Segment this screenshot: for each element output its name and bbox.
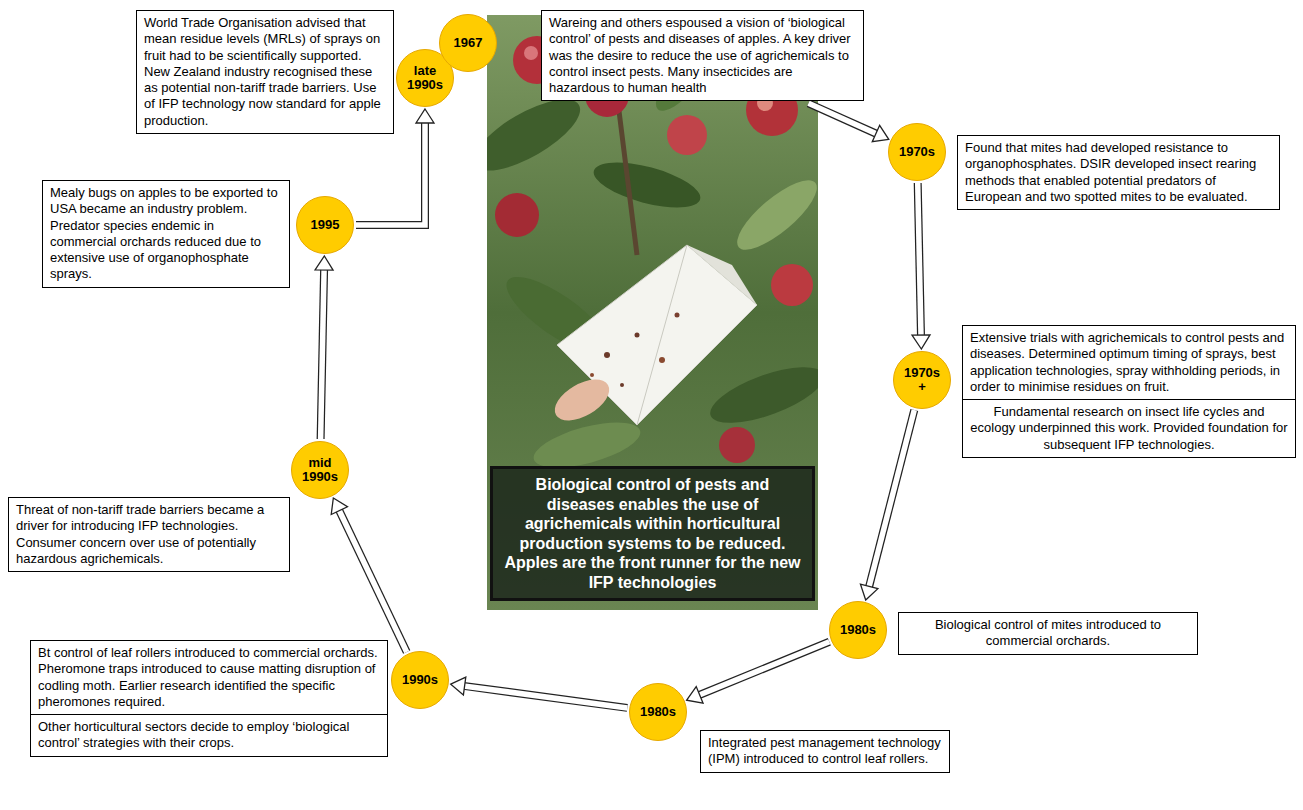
arrow-outline	[339, 510, 407, 652]
date-label: 1995	[311, 218, 340, 232]
date-circle: 1970s +	[893, 351, 951, 409]
note-text: Fundamental research on insect life cycl…	[970, 404, 1288, 453]
date-label: 1980s	[840, 623, 876, 637]
date-label: 1980s	[640, 705, 676, 719]
arrow-fill	[809, 103, 877, 134]
note-box: Other horticultural sectors decide to em…	[30, 714, 388, 757]
arrow-head	[860, 584, 877, 600]
note-text: World Trade Organisation advised that me…	[144, 15, 386, 129]
date-label: 1967	[454, 36, 483, 50]
caption-box: Biological control of pests and diseases…	[490, 466, 815, 601]
note-text: Extensive trials with agrichemicals to c…	[970, 330, 1288, 395]
arrow-head	[416, 109, 434, 123]
arrow-fill	[699, 642, 830, 696]
arrow-outline	[809, 103, 877, 134]
date-label: 1990s	[402, 673, 438, 687]
note-text: Other horticultural sectors decide to em…	[38, 719, 380, 752]
arrow-head	[872, 125, 888, 141]
note-box: Found that mites had developed resistanc…	[957, 135, 1280, 210]
arrow-head	[912, 335, 930, 349]
note-text: Bt control of leaf rollers introduced to…	[38, 645, 380, 710]
arrow-fill	[918, 183, 921, 336]
date-circle: 1980s	[629, 683, 687, 741]
arrow-head	[687, 687, 703, 704]
arrow-outline	[356, 122, 425, 225]
note-text: Threat of non-tariff trade barriers beca…	[16, 502, 282, 567]
photo-ground	[487, 15, 818, 610]
timeline-arrow	[315, 256, 333, 439]
note-box: Wareing and others espoused a vision of …	[541, 10, 864, 101]
date-label: 1970s +	[899, 366, 945, 395]
note-text: Integrated pest management technology (I…	[708, 735, 942, 768]
date-circle: 1980s	[829, 601, 887, 659]
timeline-arrow	[331, 498, 406, 652]
timeline-arrow	[860, 410, 914, 600]
note-box: Bt control of leaf rollers introduced to…	[30, 640, 388, 715]
arrow-outline	[869, 410, 914, 587]
note-box: Biological control of mites introduced t…	[898, 612, 1198, 655]
arrow-fill	[869, 410, 914, 587]
note-text: Mealy bugs on apples to be exported to U…	[50, 185, 282, 283]
date-circle: 1990s	[391, 651, 449, 709]
date-circle: 1967	[439, 14, 497, 72]
arrow-outline	[699, 642, 830, 696]
date-circle: mid 1990s	[291, 441, 349, 499]
date-circle: 1970s	[888, 123, 946, 181]
arrow-outline	[464, 686, 628, 708]
arrow-outline	[918, 183, 921, 336]
note-text: Biological control of pests and diseases…	[501, 475, 804, 592]
hand	[548, 371, 616, 429]
note-box: Threat of non-tariff trade barriers beca…	[8, 497, 290, 572]
arrow-fill	[339, 510, 407, 652]
arrow-outline	[321, 269, 325, 439]
note-box: Fundamental research on insect life cycl…	[962, 399, 1296, 458]
note-text: Found that mites had developed resistanc…	[965, 140, 1272, 205]
note-box: Integrated pest management technology (I…	[700, 730, 950, 773]
date-label: 1970s	[899, 145, 935, 159]
note-box: Mealy bugs on apples to be exported to U…	[42, 180, 290, 288]
date-circle: 1995	[296, 196, 354, 254]
date-label: late 1990s	[402, 64, 448, 93]
note-text: Wareing and others espoused a vision of …	[549, 15, 856, 96]
arrow-fill	[321, 269, 325, 439]
timeline-arrow	[451, 677, 628, 708]
timeline-arrow	[687, 642, 830, 703]
note-box: Extensive trials with agrichemicals to c…	[962, 325, 1296, 400]
arrow-fill	[356, 122, 425, 225]
note-text: Biological control of mites introduced t…	[906, 617, 1190, 650]
sticky-trap	[548, 245, 757, 429]
arrow-head	[451, 677, 466, 695]
arrow-fill	[464, 686, 628, 708]
note-box: World Trade Organisation advised that me…	[136, 10, 394, 134]
date-label: mid 1990s	[297, 456, 343, 485]
timeline-arrow	[912, 183, 930, 349]
timeline-arrow	[809, 103, 889, 141]
arrow-head	[315, 256, 333, 270]
arrow-head	[331, 498, 347, 515]
